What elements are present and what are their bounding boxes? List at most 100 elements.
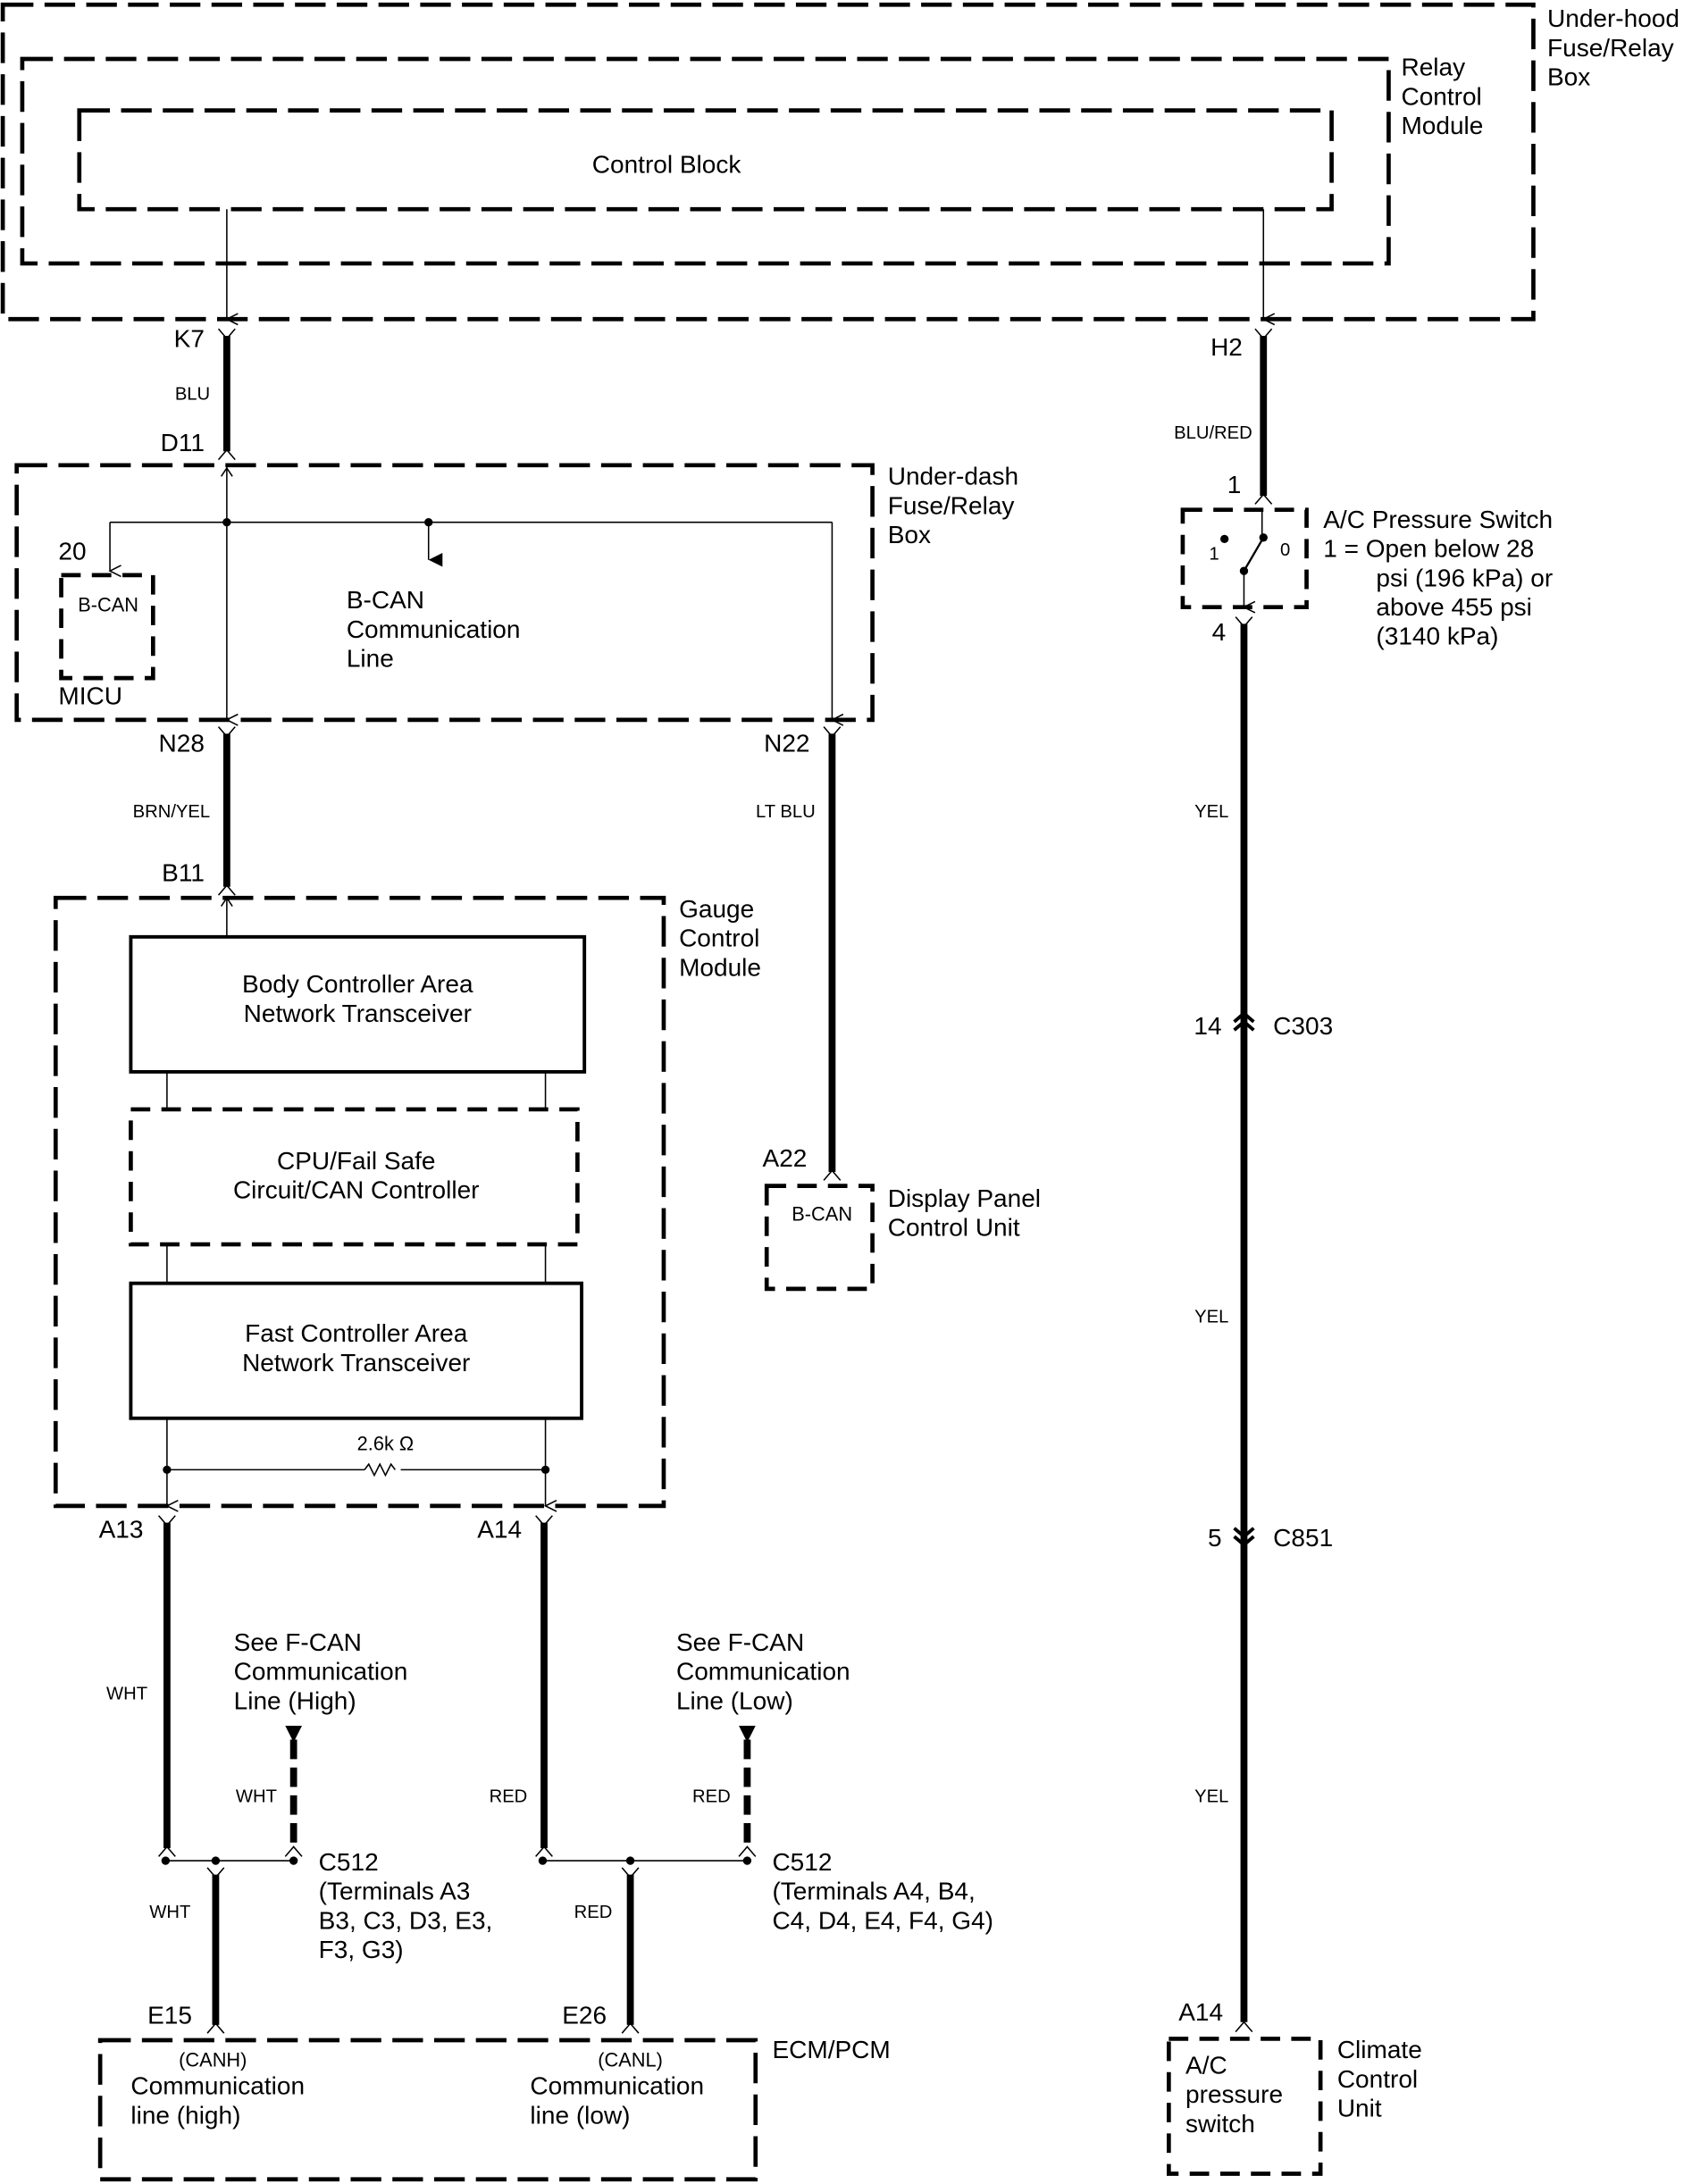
fcan-high-line-3: Line (High) [234,1686,356,1714]
climate-label-1: Climate [1337,2036,1422,2063]
c512-left-junction: WHT E15 C512 (Terminals A3 B3, C3, D3, E… [147,1848,493,2034]
c512-left-terminals-1: (Terminals A3 [319,1878,471,1905]
wire-k7-d11: K7 BLU D11 [161,324,236,461]
wire-a14-left: A14 RED [477,1515,553,1857]
pin-14: 14 [1194,1012,1221,1040]
pin-k7: K7 [174,324,205,352]
fcan-high-line-1: See F-CAN [234,1628,362,1656]
climate-control-unit: A/C pressure switch Climate Control Unit [1167,2036,1422,2176]
fcan-low-reference: See F-CAN Communication Line (Low) RED [676,1628,850,1857]
switch-pos-1: 1 [1210,545,1219,565]
wire-color-blu-red: BLU/RED [1174,423,1252,443]
bcan-line-1: B-CAN [347,586,424,614]
pin-e15: E15 [147,2001,192,2029]
underhood-label-3: Box [1547,63,1590,91]
wire-a13: A13 WHT [99,1515,176,1857]
body-can-line-2: Network Transceiver [244,1000,472,1027]
display-panel-control-unit: B-CAN Display Panel Control Unit [764,1184,1041,1292]
control-block: Control Block [77,108,1334,212]
c512-left-terminals-2: B3, C3, D3, E3, [319,1906,493,1934]
display-label-2: Control Unit [888,1214,1020,1242]
pin-a22: A22 [763,1144,808,1172]
ac-pressure-switch: 1 0 A/C Pressure Switch 1 = Open below 2… [1180,506,1553,650]
underdash-label-2: Fuse/Relay [888,491,1015,519]
gauge-control-module: Gauge Control Module [53,895,761,1509]
c512-left-terminals-3: F3, G3) [319,1936,404,1963]
ac-switch-note-4: (3140 kPa) [1376,623,1498,650]
wire-color-wht-2: WHT [236,1787,277,1807]
climate-inner-1: A/C [1185,2051,1227,2079]
ac-switch-note-2: psi (196 kPa) or [1376,564,1553,591]
fcan-low-line-1: See F-CAN [676,1628,804,1656]
bcan-internal-lines [110,464,832,720]
pin-1: 1 [1227,471,1242,498]
pin-h2: H2 [1210,333,1243,361]
wire-color-wht-1: WHT [106,1684,147,1703]
underhood-label-2: Fuse/Relay [1547,34,1674,62]
pin-b11: B11 [162,859,205,887]
wire-n28-b11: N28 BRN/YEL B11 [133,726,236,896]
ecm-high-line-1: Communication [130,2072,305,2100]
micu: 20 B-CAN MICU [58,538,155,710]
display-bcan-label: B-CAN [792,1203,852,1226]
fcan-low-line-3: Line (Low) [676,1686,793,1714]
wire-color-yel-1: YEL [1194,802,1228,822]
fcan-low-line-2: Communication [676,1658,850,1686]
pin-e26: E26 [562,2001,607,2029]
connector-c851: C851 [1273,1524,1333,1552]
relay-label-3: Module [1401,112,1483,139]
pin-5: 5 [1208,1524,1222,1552]
climate-label-2: Control [1337,2065,1418,2093]
fcan-high-reference: See F-CAN Communication Line (High) WHT [234,1628,408,1857]
wire-yel-right: 4 YEL 14 C303 YEL 5 C851 YEL A14 [1178,616,1333,2033]
c512-left-label: C512 [319,1848,379,1876]
pin-a14-gauge: A14 [477,1516,522,1544]
bcan-line-2: Communication [347,615,521,643]
fast-can-transceiver: Fast Controller Area Network Transceiver [129,1281,584,1420]
cpu-fail-safe-can-controller: CPU/Fail Safe Circuit/CAN Controller [129,1107,580,1247]
pin-a14-climate: A14 [1178,1998,1223,2026]
pin-n22: N22 [764,730,809,757]
resistor-value: 2.6k Ω [357,1433,415,1455]
relay-label-2: Control [1401,82,1481,110]
fast-can-line-2: Network Transceiver [242,1349,470,1377]
bcan-line-3: Line [347,645,394,673]
ecm-low-line-2: line (low) [530,2101,630,2129]
wire-color-brn-yel: BRN/YEL [133,802,211,822]
micu-label: MICU [58,682,122,710]
c512-right-junction: RED E26 C512 (Terminals A4, B4, C4, D4, … [538,1848,993,2034]
pin-4: 4 [1212,618,1227,646]
body-can-line-1: Body Controller Area [242,970,473,998]
wire-color-blu: BLU [175,385,210,405]
c512-right-terminals-1: (Terminals A4, B4, [772,1878,975,1905]
ecm-high-line-2: line (high) [130,2101,240,2129]
relay-label-1: Relay [1401,54,1465,81]
underdash-label-3: Box [888,521,931,548]
micu-bcan-label: B-CAN [78,593,138,615]
gauge-label-2: Control [679,925,759,952]
ac-switch-note-1: 1 = Open below 28 [1323,535,1534,563]
pin-d11: D11 [161,429,205,456]
wire-h2-ac-switch: H2 BLU/RED 1 [1174,328,1273,505]
canh-tag: (CANH) [179,2049,247,2071]
fcan-high-line-2: Communication [234,1658,408,1686]
ecm-pcm: ECM/PCM (CANH) Communication line (high)… [97,2036,891,2182]
wire-color-wht-3: WHT [149,1903,190,1922]
switch-pos-0: 0 [1280,540,1290,560]
connector-c303: C303 [1273,1012,1333,1040]
ac-switch-title: A/C Pressure Switch [1323,506,1553,533]
climate-inner-3: switch [1185,2110,1255,2138]
wire-n22-a22: N22 LT BLU A22 [756,726,842,1181]
gauge-label-3: Module [679,953,761,981]
ac-switch-note-3: above 455 psi [1376,593,1531,621]
cpu-line-2: Circuit/CAN Controller [233,1176,480,1204]
fast-can-line-1: Fast Controller Area [245,1319,468,1347]
wire-color-yel-3: YEL [1194,1787,1228,1807]
pin-n28: N28 [159,730,205,757]
wire-color-red-3: RED [574,1903,613,1922]
ecm-label: ECM/PCM [772,2036,890,2063]
gauge-label-1: Gauge [679,895,754,923]
climate-inner-2: pressure [1185,2080,1283,2108]
pin-a13: A13 [99,1516,144,1544]
